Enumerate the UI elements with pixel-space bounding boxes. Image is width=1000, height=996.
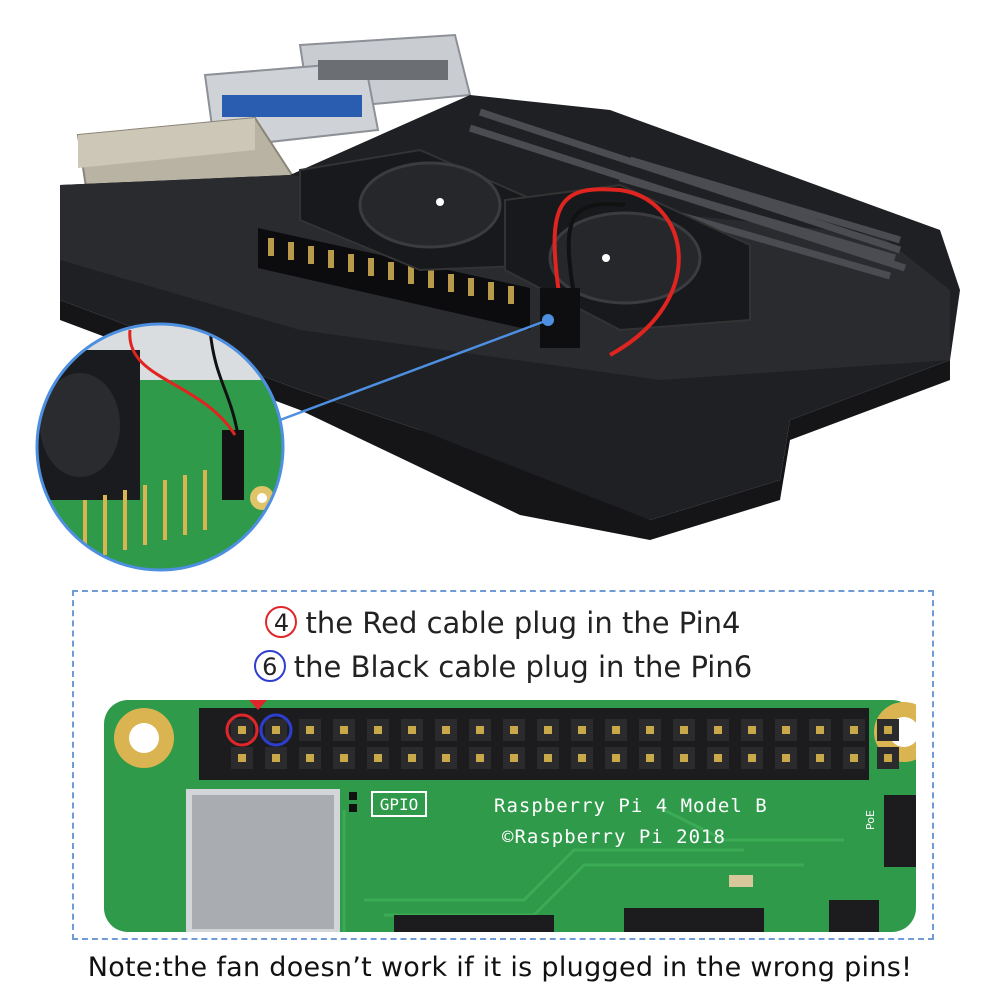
gpio-label: GPIO (380, 795, 419, 814)
metal-shield-chip (186, 789, 340, 932)
gpio-pin (306, 754, 314, 762)
gpio-pin (442, 726, 450, 734)
cooling-fan-right (504, 183, 751, 332)
warning-note: Note:the fan doesn’t work if it is plugg… (87, 952, 913, 983)
red-pin-number-badge: 4 (265, 606, 298, 638)
gpio-pin (748, 726, 756, 734)
board-model-label: Raspberry Pi 4 Model B (494, 795, 768, 817)
gpio-pin (816, 754, 824, 762)
gpio-pin (374, 754, 382, 762)
gpio-pin (476, 726, 484, 734)
gpio-pin (544, 726, 552, 734)
gpio-pin (612, 726, 620, 734)
gpio-pin (340, 754, 348, 762)
gpio-pin (646, 754, 654, 762)
pin-indicator-arrow-icon (249, 700, 267, 710)
gpio-pin (884, 726, 892, 734)
gpio-pin (510, 726, 518, 734)
gpio-pin (578, 754, 586, 762)
fan-cable (552, 187, 681, 357)
poe-label: PoE (864, 810, 877, 830)
gpio-pin (238, 726, 246, 734)
gpio-pin (850, 726, 858, 734)
zoom-inset (35, 322, 285, 572)
product-photo (35, 33, 960, 572)
gpio-pin (646, 726, 654, 734)
gpio-header (199, 708, 869, 780)
board-copyright-label: ©Raspberry Pi 2018 (502, 826, 726, 848)
gpio-pin (272, 754, 280, 762)
gpio-pin (816, 726, 824, 734)
gpio-pin (884, 754, 892, 762)
callout-line (279, 318, 549, 422)
gpio-pin (748, 754, 756, 762)
gpio-pins (231, 719, 899, 769)
raspberry-pi-board: GPIO Raspberry Pi 4 Model B ©Raspberry P… (104, 700, 916, 932)
gpio-pin (238, 754, 246, 762)
gpio-pin (544, 754, 552, 762)
gpio-pin (340, 726, 348, 734)
gpio-pin (442, 754, 450, 762)
gpio-pin (714, 754, 722, 762)
aluminum-case (60, 95, 960, 540)
mounting-hole-left (114, 708, 174, 768)
gpio-pin (680, 726, 688, 734)
gpio-pin (612, 754, 620, 762)
black-cable-instruction-text: the Black cable plug in the Pin6 (293, 650, 753, 684)
gpio-pin (578, 726, 586, 734)
black-pin-number-badge: 6 (253, 650, 286, 682)
capacitor (729, 875, 753, 887)
gpio-pin (680, 754, 688, 762)
gpio-pin (782, 754, 790, 762)
pin6-highlight-circle (259, 713, 293, 747)
gpio-pin (306, 726, 314, 734)
cooling-fan-left (299, 148, 546, 272)
gpio-pin (272, 726, 280, 734)
gpio-pin (374, 726, 382, 734)
gpio-pin (510, 754, 518, 762)
gpio-pin (850, 754, 858, 762)
pin4-highlight-circle (225, 713, 259, 747)
gpio-pin (782, 726, 790, 734)
gpio-pin (408, 726, 416, 734)
red-cable-instruction-text: the Red cable plug in the Pin4 (305, 606, 741, 640)
gpio-pin (408, 754, 416, 762)
gpio-pin (476, 754, 484, 762)
gpio-pin (714, 726, 722, 734)
